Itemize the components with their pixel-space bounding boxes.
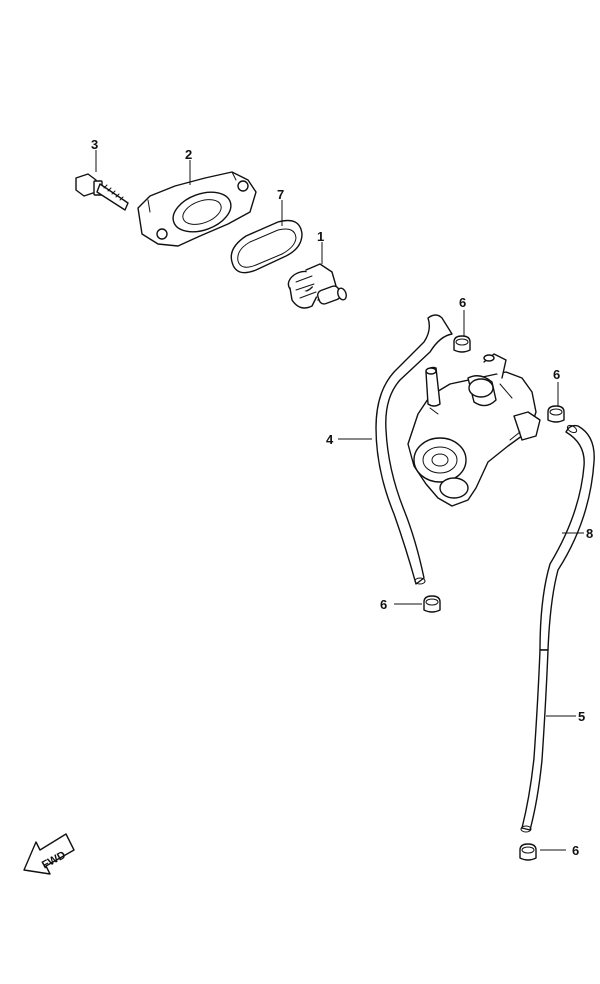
callout-hose-left: 4 bbox=[326, 432, 334, 447]
callout-bolt: 3 bbox=[91, 137, 98, 152]
thermostat-cover-part bbox=[137, 171, 257, 247]
thermostat-part bbox=[287, 263, 347, 309]
callout-clip-bottom: 6 bbox=[572, 843, 579, 858]
cover-gasket-part bbox=[230, 219, 303, 274]
callout-clip-top-right: 6 bbox=[553, 367, 560, 382]
hose-right-upper-part bbox=[539, 424, 595, 651]
forward-arrow-icon: FWD bbox=[23, 833, 75, 875]
water-housing-part bbox=[407, 353, 541, 507]
clip-top-right-part bbox=[547, 405, 565, 423]
clip-bottom-part bbox=[519, 843, 537, 861]
callout-thermostat: 1 bbox=[317, 229, 324, 244]
callout-hose-right-upper: 8 bbox=[586, 526, 593, 541]
hose-left-part bbox=[375, 314, 453, 585]
callout-cover-gasket: 7 bbox=[277, 187, 284, 202]
callout-hose-right-lower: 5 bbox=[578, 709, 585, 724]
bolt-part bbox=[75, 173, 129, 211]
hose-right-lower-part bbox=[520, 649, 549, 833]
callout-thermostat-cover: 2 bbox=[185, 147, 192, 162]
callout-clip-mid: 6 bbox=[380, 597, 387, 612]
callout-clip-top-left: 6 bbox=[459, 295, 466, 310]
clip-top-left-part bbox=[453, 335, 471, 353]
clip-mid-part bbox=[423, 595, 441, 613]
